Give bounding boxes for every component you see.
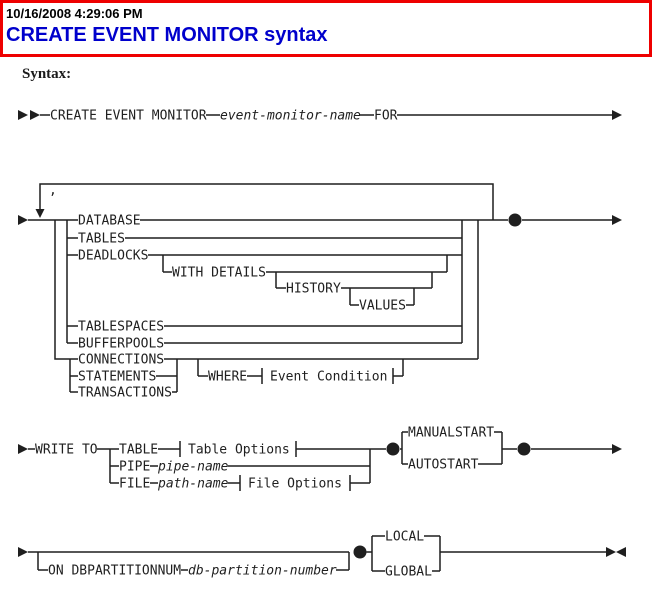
- keyword-autostart: AUTOSTART: [408, 458, 479, 473]
- keyword-history: HISTORY: [286, 282, 341, 297]
- start-arrow-icon: [18, 110, 28, 120]
- variable-db-partition-number: db-partition-number: [188, 564, 337, 579]
- keyword-where: WHERE: [208, 370, 247, 385]
- keyword-statements: STATEMENTS: [78, 370, 156, 385]
- start-arrow-icon: [30, 110, 40, 120]
- keyword-manualstart: MANUALSTART: [408, 426, 494, 441]
- fragment-table-options: Table Options: [188, 443, 290, 458]
- variable-path-name: path-name: [157, 477, 229, 492]
- keyword-database: DATABASE: [78, 214, 141, 229]
- keyword-values: VALUES: [359, 299, 406, 314]
- junction-dot: [508, 213, 522, 227]
- page-title: CREATE EVENT MONITOR syntax: [6, 24, 328, 46]
- statement-end-arrow-icon: [606, 547, 616, 557]
- junction-dot: [386, 442, 400, 456]
- rail-line: [197, 359, 404, 384]
- keyword-transactions: TRANSACTIONS: [78, 386, 172, 401]
- continue-arrow-icon: [18, 215, 28, 225]
- junction-dot: [353, 545, 367, 559]
- keyword-deadlocks: DEADLOCKS: [78, 249, 148, 264]
- keyword-pipe: PIPE: [119, 460, 150, 475]
- continue-arrow-icon: [18, 547, 28, 557]
- rail-line: [461, 220, 479, 359]
- variable-event-monitor-name: event-monitor-name: [220, 109, 361, 124]
- keyword-bufferpools: BUFFERPOOLS: [78, 337, 164, 352]
- continue-arrow-icon: [612, 444, 622, 454]
- fragment-file-options: File Options: [248, 477, 342, 492]
- header-box: 10/16/2008 4:29:06 PM CREATE EVENT MONIT…: [0, 0, 652, 57]
- rail-line: [150, 441, 386, 491]
- repeat-loop-rail: [39, 183, 494, 220]
- continue-arrow-icon: [612, 215, 622, 225]
- statement-end-arrow-icon: [616, 547, 626, 557]
- rail-line: [69, 358, 478, 393]
- keyword-local: LOCAL: [385, 530, 424, 545]
- rail-line: [54, 220, 78, 360]
- rail-line: [125, 237, 462, 344]
- keyword-write-to: WRITE TO: [35, 443, 98, 458]
- timestamp: 10/16/2008 4:29:06 PM: [6, 6, 143, 21]
- keyword-tables: TABLES: [78, 232, 125, 247]
- keyword-create-event-monitor: CREATE EVENT MONITOR: [50, 109, 207, 124]
- keyword-file: FILE: [119, 477, 150, 492]
- statement-start-line: CREATE EVENT MONITOR event-monitor-name …: [18, 109, 622, 124]
- partition-scope-block: ON DBPARTITIONNUM db-partition-number LO…: [18, 530, 626, 580]
- syntax-section-label: Syntax:: [22, 66, 72, 82]
- event-type-choice-block: , DATABASE TABLES DEADLOCKS WITH DETAILS…: [18, 183, 622, 401]
- variable-pipe-name: pipe-name: [157, 460, 229, 475]
- keyword-on-dbpartitionnum: ON DBPARTITIONNUM: [48, 564, 181, 579]
- loop-separator-comma: ,: [49, 183, 57, 198]
- rail-line: [366, 535, 606, 572]
- rail-line: [162, 255, 448, 306]
- keyword-global: GLOBAL: [385, 565, 432, 580]
- fragment-event-condition: Event Condition: [270, 370, 387, 385]
- keyword-with-details: WITH DETAILS: [172, 266, 266, 281]
- rail-line: [400, 431, 517, 465]
- junction-dot: [517, 442, 531, 456]
- rail-line: [28, 448, 119, 484]
- keyword-table: TABLE: [119, 443, 158, 458]
- keyword-connections: CONNECTIONS: [78, 353, 164, 368]
- rail-line: [28, 551, 350, 571]
- continue-arrow-icon: [18, 444, 28, 454]
- continue-arrow-icon: [612, 110, 622, 120]
- keyword-for: FOR: [374, 109, 398, 124]
- keyword-tablespaces: TABLESPACES: [78, 320, 164, 335]
- loop-arrow-down-icon: [35, 209, 45, 218]
- write-to-block: WRITE TO TABLE Table Options PIPE pipe-n…: [18, 426, 622, 492]
